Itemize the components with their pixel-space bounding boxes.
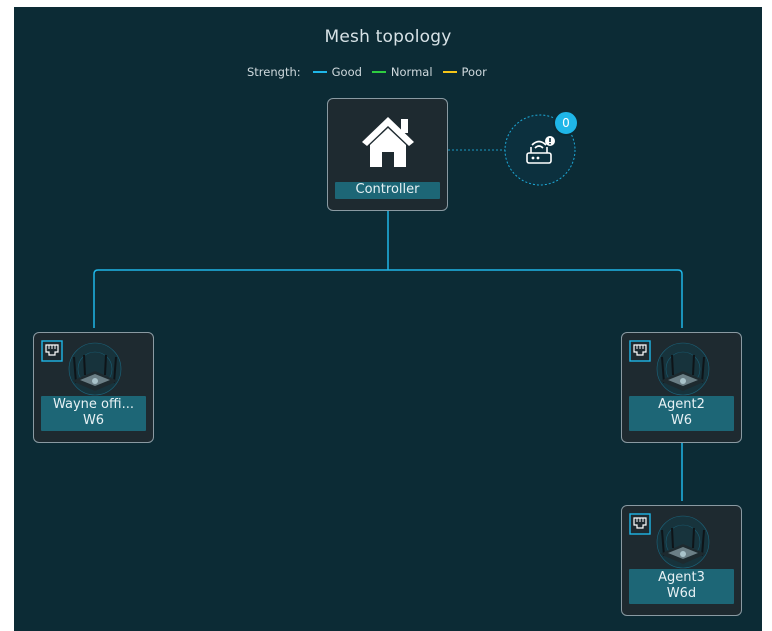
mesh-node-wayne[interactable]: Wayne offi... W6 [33,332,154,443]
legend-normal-label: Normal [390,65,433,79]
node-name: Agent3 [658,570,705,585]
unassigned-count-badge[interactable]: 0 [553,110,579,136]
router-image [656,342,710,396]
legend-good-label: Good [331,65,362,79]
controller-node[interactable]: Controller [327,98,448,211]
router-alert-icon[interactable] [523,133,557,167]
node-model: W6 [670,413,693,428]
page-title: Mesh topology [324,27,452,47]
router-image [68,342,122,396]
legend-normal-swatch [371,71,386,73]
ethernet-icon [629,340,651,362]
link-bus [93,269,683,328]
node-name: Agent2 [658,397,705,412]
legend-good-swatch [312,71,327,73]
strength-legend: Strength: Good Normal Poor [247,64,497,80]
legend-poor: Poor [442,65,487,79]
node-model: W6d [666,586,697,601]
legend-normal: Normal [371,65,433,79]
ethernet-icon [41,340,63,362]
legend-poor-swatch [442,71,457,73]
node-model: W6 [82,413,105,428]
legend-label: Strength: [247,65,301,79]
router-image [656,515,710,569]
topology-canvas: Mesh topology Strength: Good Normal Poor… [14,7,762,631]
controller-label: Controller [335,182,440,199]
ethernet-icon [629,513,651,535]
mesh-node-agent2[interactable]: Agent2 W6 [621,332,742,443]
node-label: Agent2 W6 [629,396,734,431]
mesh-node-agent3[interactable]: Agent3 W6d [621,505,742,616]
legend-poor-label: Poor [461,65,487,79]
node-label: Wayne offi... W6 [41,396,146,431]
legend-good: Good [312,65,362,79]
node-label: Agent3 W6d [629,569,734,604]
node-name: Wayne offi... [53,397,134,412]
home-icon [362,117,414,167]
